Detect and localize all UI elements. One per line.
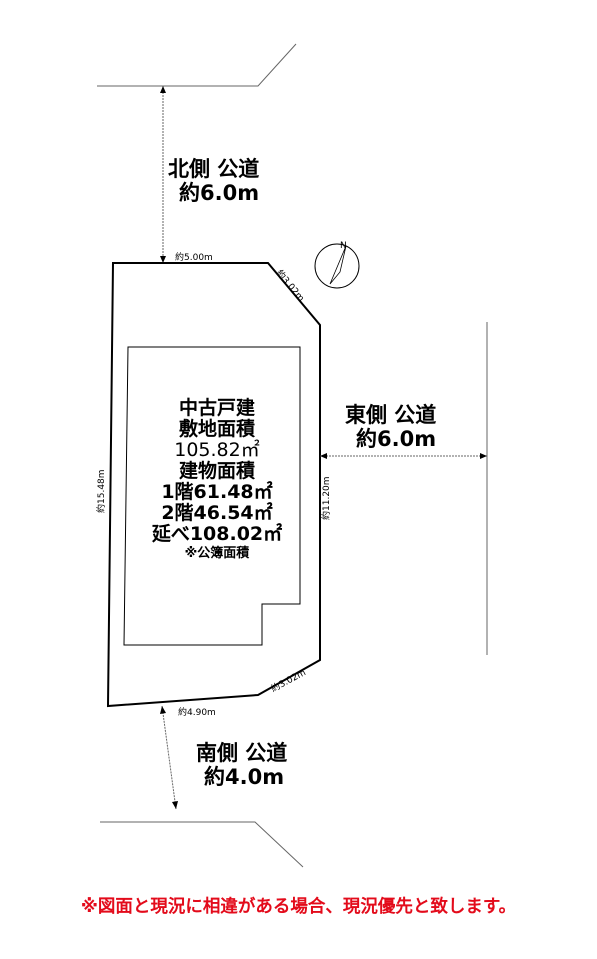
total-floor-area: 延べ108.02㎡ [151,523,283,545]
south-road-width-line [161,705,177,810]
ne-edge-dimension: 約3.02m [274,267,307,304]
east-road-arrow-left [320,453,327,459]
north-road-arrow-bottom [160,256,166,263]
north-road-arrow-top [160,86,166,93]
south-road-arrow-top [160,706,166,714]
land-area-label: 敷地面積 [178,418,255,440]
south-road-side-label: 南側 公道 [196,741,287,765]
lot-boundary [106,262,321,708]
compass-icon: N [314,241,360,289]
east-edge-dimension: 約11.20m [320,476,332,520]
building-outline [123,346,301,646]
registry-note: ※公簿面積 [184,546,250,561]
floor2-area: 2階46.54㎡ [161,502,273,524]
north-road-side-label: 北側 公道 [168,157,259,181]
east-road-side-label: 東側 公道 [345,403,436,427]
south-edge-dimension: 約4.90m [178,706,216,718]
disclaimer: ※図面と現況に相違がある場合、現況優先と致します。 [80,897,517,917]
north-road-width-label: 約6.0m [179,181,259,205]
south-road-arrow-bottom [172,801,178,809]
south-road-width-label: 約4.0m [204,765,284,789]
north-road-edge [97,43,297,87]
building-area-label: 建物面積 [178,460,255,482]
east-road-width-label: 約6.0m [356,427,436,451]
west-edge-dimension: 約15.48m [95,469,107,513]
land-area-value: 105.82㎡ [174,439,260,461]
floor1-area: 1階61.48㎡ [161,481,273,503]
east-road-arrow-right [480,453,487,459]
compass-label: N [340,241,347,251]
se-edge-dimension: 約3.02m [269,666,308,694]
north-edge-dimension: 約5.00m [175,251,213,263]
south-road-edge [100,821,304,868]
property-info: 中古戸建 敷地面積 105.82㎡ 建物面積 1階61.48㎡ 2階46.54㎡… [132,398,302,563]
property-type: 中古戸建 [178,397,255,419]
